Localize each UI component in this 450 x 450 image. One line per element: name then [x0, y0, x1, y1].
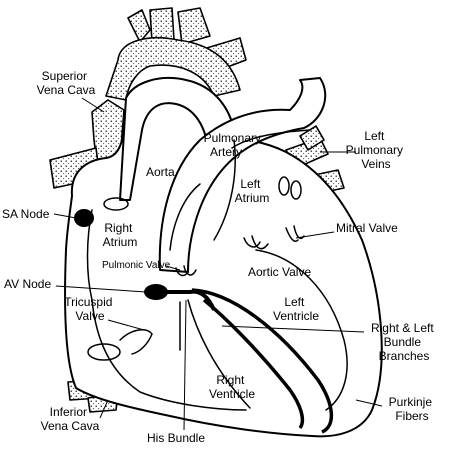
left-ventricle-wall — [255, 249, 348, 411]
label-right-ventricle: Right Ventricle — [209, 373, 255, 401]
label-his-bundle: His Bundle — [147, 431, 205, 445]
leader-sa-node — [53, 213, 77, 219]
label-tricuspid-valve: Tricuspid Valve — [64, 295, 116, 323]
aortic-valve-shape — [243, 235, 269, 250]
label-mitral-valve: Mitral Valve — [336, 221, 398, 235]
right-bundle-branch — [202, 298, 305, 430]
label-pulmonic-valve: Pulmonic Valve — [102, 260, 171, 271]
label-inferior-vena-cava: Inferior Vena Cava — [41, 405, 100, 433]
leader-mitral-valve — [295, 231, 335, 239]
tricuspid-valve-shape — [119, 329, 153, 355]
pulmonary-vein-opening — [290, 180, 302, 200]
aorta-descending-edge — [213, 139, 236, 241]
label-sa-node: SA Node — [2, 207, 50, 221]
left-bundle-branch — [191, 288, 334, 434]
leader-pulmonic-valve — [165, 265, 181, 271]
pulmonic-valve-shape — [175, 265, 197, 277]
label-left-atrium: Left Atrium — [235, 177, 270, 205]
label-purkinje-fibers: Purkinje Fibers — [389, 395, 436, 423]
label-pulmonary-artery: Pulmonary Artery — [204, 131, 265, 159]
sinus-opening — [103, 197, 129, 211]
leader-his-bundle — [183, 299, 187, 431]
leader-svc — [81, 97, 105, 113]
label-superior-vena-cava: Superior Vena Cava — [37, 69, 96, 97]
pulmonary-artery-vessel — [158, 77, 327, 273]
label-bundle-branches: Right & Left Bundle Branches — [371, 321, 437, 363]
pulmonary-branch — [231, 129, 311, 149]
leader-bundle-branches — [221, 325, 365, 333]
label-left-ventricle: Left Ventricle — [273, 295, 319, 323]
label-right-atrium: Right Atrium — [103, 221, 138, 249]
label-aortic-valve: Aortic Valve — [248, 265, 311, 279]
leader-inferior-vena-cava — [99, 399, 109, 419]
leader-tricuspid-valve — [107, 319, 145, 331]
coronary-sinus-opening — [87, 343, 121, 361]
label-av-node: AV Node — [4, 277, 51, 291]
label-aorta: Aorta — [146, 165, 175, 179]
label-left-pulmonary-veins: Left Pulmonary Veins — [346, 129, 407, 171]
leader-purkinje-fibers — [355, 399, 383, 407]
interventricular-septum — [187, 299, 251, 409]
right-ventricle-wall — [91, 299, 247, 411]
pulmonary-vein-opening — [278, 176, 290, 196]
leader-av-node — [55, 285, 147, 293]
sa-node — [74, 209, 94, 227]
interatrial-septum — [169, 183, 201, 251]
av-node — [144, 284, 168, 300]
